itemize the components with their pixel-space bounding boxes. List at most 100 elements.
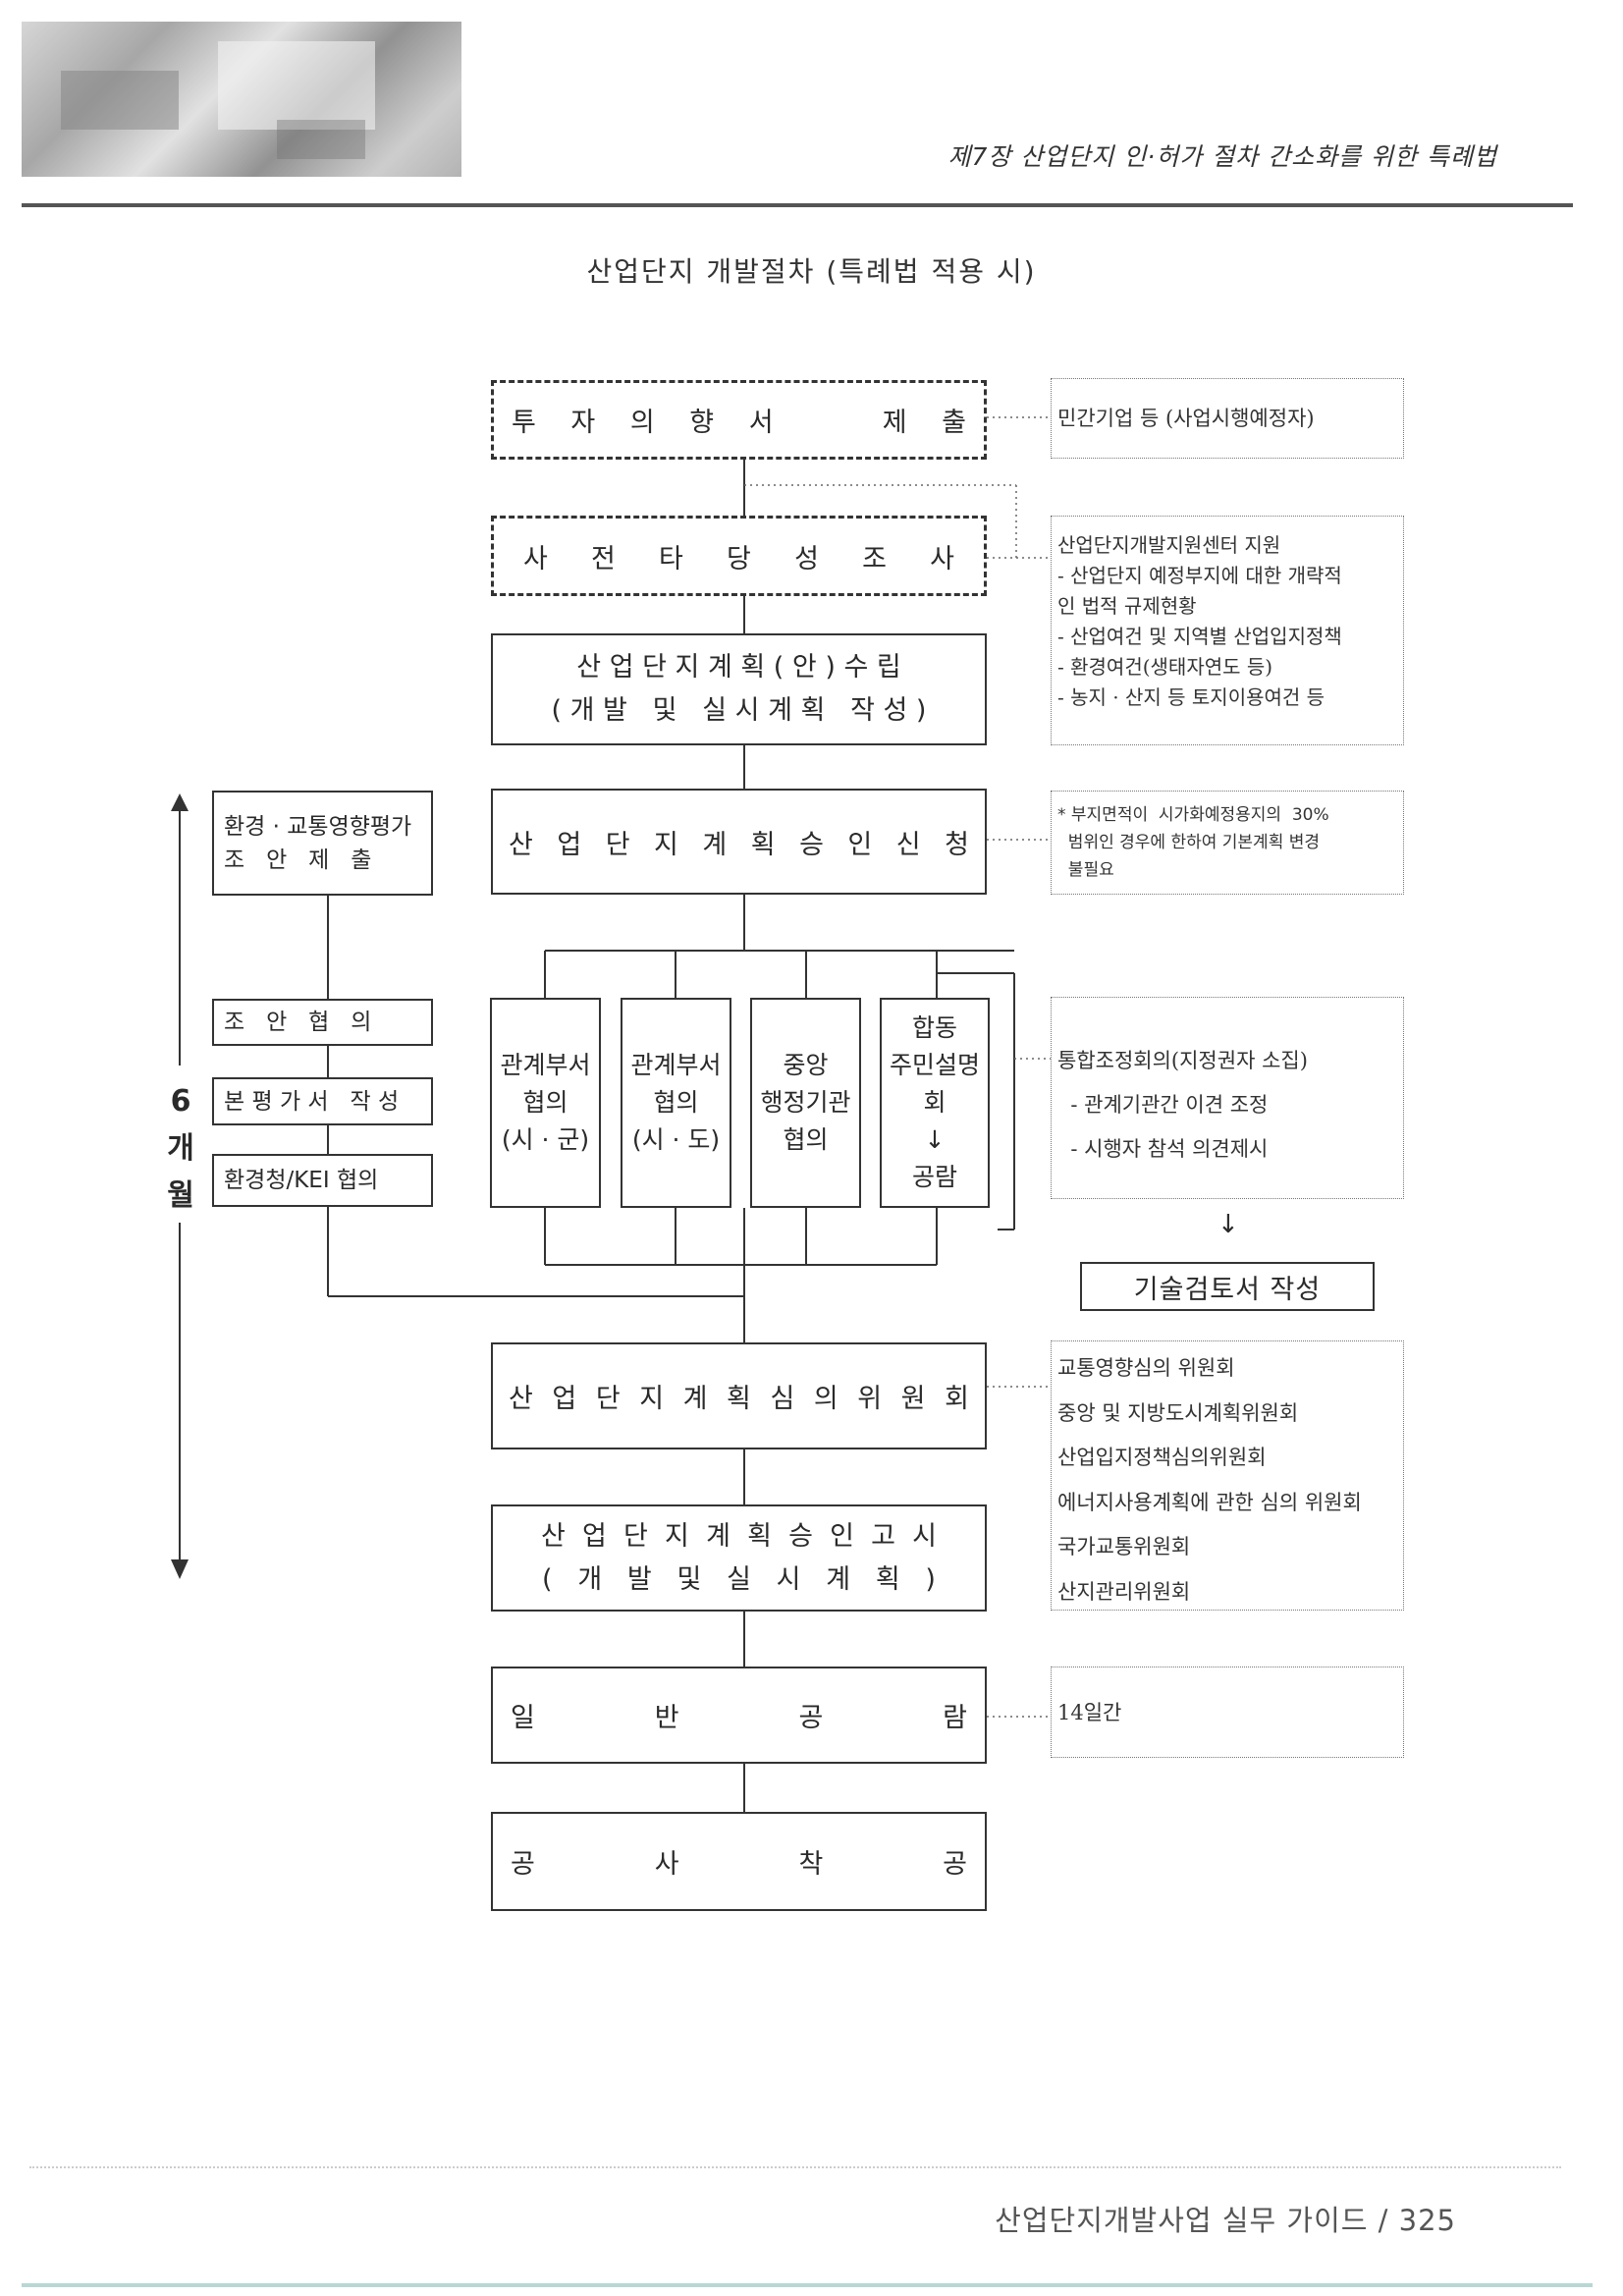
- ministry-consult-box: 환경청/KEI 협의: [212, 1154, 433, 1207]
- note-line: - 관계기관간 이견 조정: [1057, 1093, 1269, 1117]
- consult-city-box: 관계부서 협의 (시 · 군): [490, 998, 601, 1208]
- step-char: 반: [654, 1703, 679, 1733]
- note-line: - 농지 · 산지 등 토지이용여건 등: [1057, 685, 1325, 709]
- note-line: 에너지사용계획에 관한 심의 위원회: [1057, 1490, 1362, 1514]
- step-char: 조: [862, 543, 887, 574]
- env-traffic-box: 환경 · 교통영향평가 조 안 제 출: [212, 791, 433, 896]
- construction-start-step: 공 사 착 공: [491, 1812, 987, 1911]
- note-line: 산업입지정책심의위원회: [1057, 1446, 1267, 1469]
- step-char: 일: [511, 1703, 535, 1733]
- consult-line: 주민설명회: [889, 1051, 980, 1117]
- step-char: 투: [512, 408, 536, 438]
- consult-line: 중앙: [783, 1051, 829, 1079]
- note-line: - 산업단지 예정부지에 대한 개략적: [1057, 564, 1342, 587]
- step-char: 획: [727, 1384, 751, 1414]
- note-line: 범위인 경우에 한하여 기본계획 변경: [1057, 833, 1321, 852]
- step-char: 업: [552, 1384, 577, 1414]
- consult-line: 공람: [911, 1163, 957, 1191]
- main-report-text: 본 평 가 서 작 성: [224, 1088, 400, 1115]
- step-char: 지: [654, 829, 678, 860]
- coordination-arrow: ↓: [1217, 1210, 1239, 1239]
- header-divider: [22, 203, 1573, 207]
- coordination-note: 통합조정회의(지정권자 소집) - 관계기관간 이견 조정 - 시행자 참석 의…: [1051, 997, 1404, 1199]
- step-char: 단: [605, 829, 630, 860]
- diagram-title: 산업단지 개발절차 (특례법 적용 시): [586, 255, 1037, 288]
- step-char: 당: [727, 543, 751, 574]
- header-photo: [22, 22, 461, 177]
- area-exception-note: * 부지면적이 시가화예정용지의 30% 범위인 경우에 한하여 기본계획 변경…: [1051, 791, 1404, 895]
- draft-consult-box: 조 안 협 의: [212, 999, 433, 1046]
- consult-line: ↓: [924, 1125, 946, 1154]
- step-char: 원: [900, 1384, 926, 1414]
- consult-line: 협의: [653, 1088, 699, 1117]
- step-char: 업: [557, 829, 582, 860]
- public-hearing-box: 합동 주민설명회 ↓ 공람: [880, 998, 990, 1208]
- step-char: 승: [799, 829, 824, 860]
- step-char: 향: [689, 408, 715, 438]
- step-char: 공: [511, 1849, 535, 1880]
- step-char: 사: [654, 1849, 679, 1880]
- private-company-text: 민간기업 등 (사업시행예정자): [1057, 407, 1315, 430]
- step-char: 공: [798, 1703, 824, 1733]
- step-char: 인: [847, 829, 873, 860]
- note-line: 산업단지개발지원센터 지원: [1057, 533, 1281, 557]
- step-char: 단: [595, 1384, 621, 1414]
- consult-line: 협의: [522, 1088, 568, 1117]
- step-char: 출: [942, 408, 966, 438]
- tech-review-box: 기술검토서 작성: [1080, 1262, 1375, 1311]
- investment-letter-step: 투 자 의 향 서 제 출: [491, 380, 987, 460]
- note-line: 불필요: [1057, 860, 1114, 880]
- consult-line: 관계부서: [630, 1051, 722, 1079]
- step-char: 착: [798, 1849, 824, 1880]
- step-char: 산: [509, 829, 533, 860]
- main-report-box: 본 평 가 서 작 성: [212, 1077, 433, 1125]
- approval-notice-step: 산 업 단 지 계 획 승 인 고 시 ( 개 발 및 실 시 계 획 ): [491, 1504, 987, 1612]
- consult-line: 협의: [783, 1125, 829, 1154]
- footer-divider: [22, 2283, 1593, 2287]
- note-line: - 시행자 참석 의견제시: [1057, 1137, 1269, 1161]
- step-char: 지: [639, 1384, 665, 1414]
- note-line: 국가교통위원회: [1057, 1535, 1191, 1558]
- consult-central-box: 중앙 행정기관 협의: [750, 998, 861, 1208]
- private-company-note: 민간기업 등 (사업시행예정자): [1051, 378, 1404, 459]
- step-char: 의: [629, 408, 655, 438]
- step-char: 청: [945, 829, 969, 860]
- note-line: 인 법적 규제현황: [1057, 594, 1197, 618]
- duration-number: 6: [170, 1084, 191, 1119]
- duration-unit-1: 개: [167, 1131, 194, 1166]
- approval-request-step: 산 업 단 지 계 획 승 인 신 청: [491, 789, 987, 895]
- step-char: 전: [591, 543, 616, 574]
- step-char: 위: [857, 1384, 883, 1414]
- ministry-consult-text: 환경청/KEI 협의: [224, 1168, 379, 1193]
- footer-guide-title: 산업단지개발사업 실무 가이드 / 325: [995, 2204, 1456, 2237]
- step-char: 획: [750, 829, 776, 860]
- note-line: * 부지면적이 시가화예정용지의 30%: [1057, 805, 1329, 825]
- step-char: 회: [945, 1384, 969, 1414]
- note-line: 중앙 및 지방도시계획위원회: [1057, 1400, 1299, 1425]
- note-line: - 환경여건(생태자연도 등): [1057, 655, 1273, 679]
- step-char: 계: [682, 1384, 708, 1414]
- note-line: 교통영향심의 위원회: [1057, 1356, 1235, 1380]
- plan-draft-line1: 산 업 단 지 계 획 ( 안 ) 수 립: [576, 652, 901, 683]
- inspection-period-text: 14일간: [1057, 1700, 1122, 1724]
- support-center-note: 산업단지개발지원센터 지원 - 산업단지 예정부지에 대한 개략적 인 법적 규…: [1051, 516, 1404, 745]
- approval-notice-line2: ( 개 발 및 실 시 계 획 ): [542, 1563, 936, 1595]
- approval-notice-line1: 산 업 단 지 계 획 승 인 고 시: [541, 1520, 937, 1552]
- step-char: 사: [930, 543, 954, 574]
- committees-note: 교통영향심의 위원회 중앙 및 지방도시계획위원회 산업입지정책심의위원회 에너…: [1051, 1340, 1404, 1611]
- step-char: 공: [943, 1849, 967, 1880]
- step-char: 제: [882, 408, 907, 438]
- step-char: 산: [509, 1384, 533, 1414]
- tech-review-text: 기술검토서 작성: [1133, 1274, 1322, 1305]
- step-char: 사: [523, 543, 548, 574]
- consult-line: 합동: [911, 1013, 957, 1042]
- footer-dotted-line: [29, 2166, 1561, 2168]
- duration-label: 6 개 월: [165, 1078, 196, 1220]
- note-line: - 산업여건 및 지역별 산업입지정책: [1057, 625, 1342, 648]
- inspection-period-note: 14일간: [1051, 1667, 1404, 1758]
- step-char: 람: [943, 1703, 967, 1733]
- step-char: 서: [748, 408, 774, 438]
- draft-consult-text: 조 안 협 의: [224, 1010, 372, 1035]
- step-char: 의: [813, 1384, 839, 1414]
